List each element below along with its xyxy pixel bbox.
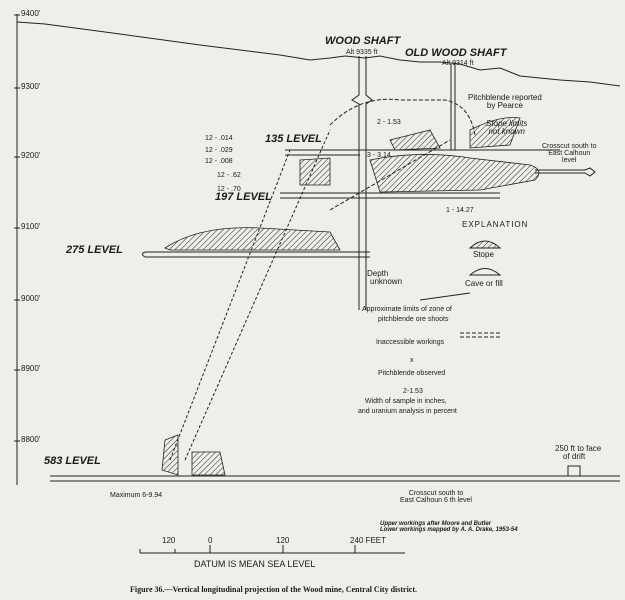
sample-label: 12 - .014 [205,135,233,142]
legend-stope: Stope [473,250,494,259]
scale-bar [139,545,405,554]
wood-shaft [351,56,373,310]
figure-caption: Figure 36.—Vertical longitudinal project… [130,585,418,594]
level-583: 583 LEVEL [44,455,101,467]
197-level [280,192,500,199]
note-line: Pitchblende reported [468,93,542,102]
note-line: by Pearce [486,101,523,110]
credits-note: Upper workings after Moore and Butler Lo… [380,521,518,533]
note-line: Crosscut south to [542,143,597,150]
elev-9200: 9200' [21,151,41,160]
legend-sample-2: and uranium analysis in percent [358,408,457,415]
elev-9300: 9300' [21,82,41,91]
axis-ticks [14,14,20,442]
135-level [285,149,560,156]
note-line: East Calhoun 6 th level [400,497,472,504]
note-line: Depth [367,269,389,278]
drift-face-stub [567,465,581,476]
level-197: 197 LEVEL [215,191,272,203]
sample-label: 2 - 1.53 [377,119,401,126]
legend-pitchblende: Pitchblende observed [378,370,446,377]
legend-sample-example: 2-1.53 [403,388,423,395]
elev-8900: 8900' [21,364,41,373]
sample-label: 12 - .62 [217,172,241,179]
note-line: Stope limits [486,119,528,128]
maximum-note: Maximum 6-9.94 [110,492,163,499]
sample-label: 12 - .008 [205,158,233,165]
wood-shaft-alt: Alt 9335 ft [346,49,378,56]
583-level [50,475,620,482]
sample-label: 3 - 3.14 [367,152,391,159]
scale-tick: 120 [162,536,176,545]
datum-label: DATUM IS MEAN SEA LEVEL [194,559,316,569]
scale-tick: 0 [208,536,213,545]
note-line: Upper workings after Moore and Butler [380,521,492,527]
note-line: 250 ft to face [555,444,602,453]
elev-9000: 9000' [21,294,41,303]
scale-tick: 120 [276,536,290,545]
level-275: 275 LEVEL [66,244,123,256]
stope-limits-note: Stope limits not known [486,120,527,136]
sample-label: 12 - .70 [217,186,241,193]
crosscut-east-calhoun [535,167,596,177]
legend-x-symbol: x [410,357,414,364]
note-line: of drift [563,452,586,461]
note-line: level [562,157,577,164]
scale-tick: 240 FEET [350,536,387,545]
old-wood-shaft [450,64,456,150]
elev-9100: 9100' [21,222,41,231]
ground-surface [16,21,621,87]
sample-label: 1 - 14.27 [446,207,474,214]
legend-cave: Cave or fill [465,279,503,288]
level-135: 135 LEVEL [265,133,322,145]
note-line: Lower workings mapped by A. A. Drake, 19… [380,527,518,533]
crosscut-lower-note: Crosscut south to East Calhoun 6 th leve… [400,490,472,504]
explanation-symbols [419,240,502,338]
pearce-note: Pitchblende reported by Pearce [468,94,542,110]
legend-limits-1: Approximate limits of zone of [362,306,452,313]
sample-label: 12 - .029 [205,147,233,154]
note-line: not known [488,127,525,136]
note-line: Crosscut south to [408,490,464,497]
old-wood-shaft-label: OLD WOOD SHAFT [405,47,507,59]
stopes [161,117,540,476]
crosscut-upper-note: Crosscut south to East Calhoun level [542,143,596,164]
legend-inaccessible: Inaccessible workings [376,339,445,346]
explanation-title: EXPLANATION [462,220,529,229]
elev-9400: 9400' [21,9,41,18]
legend-sample-1: Width of sample in inches, [365,398,447,405]
legend-limits-2: pitchblende ore shoots [378,316,449,323]
old-wood-shaft-alt: Alt 9314 ft [442,60,474,67]
face-note: 250 ft to face of drift [555,445,601,461]
depth-unknown-note: Depth unknown [367,270,402,286]
note-line: East Calhoun [548,150,591,157]
275-level [142,251,370,258]
wood-shaft-label: WOOD SHAFT [325,35,401,47]
inclined-workings-1 [169,149,291,461]
ore-shoot-limit [329,98,476,136]
note-line: unknown [370,277,403,286]
elev-8800: 8800' [21,435,41,444]
